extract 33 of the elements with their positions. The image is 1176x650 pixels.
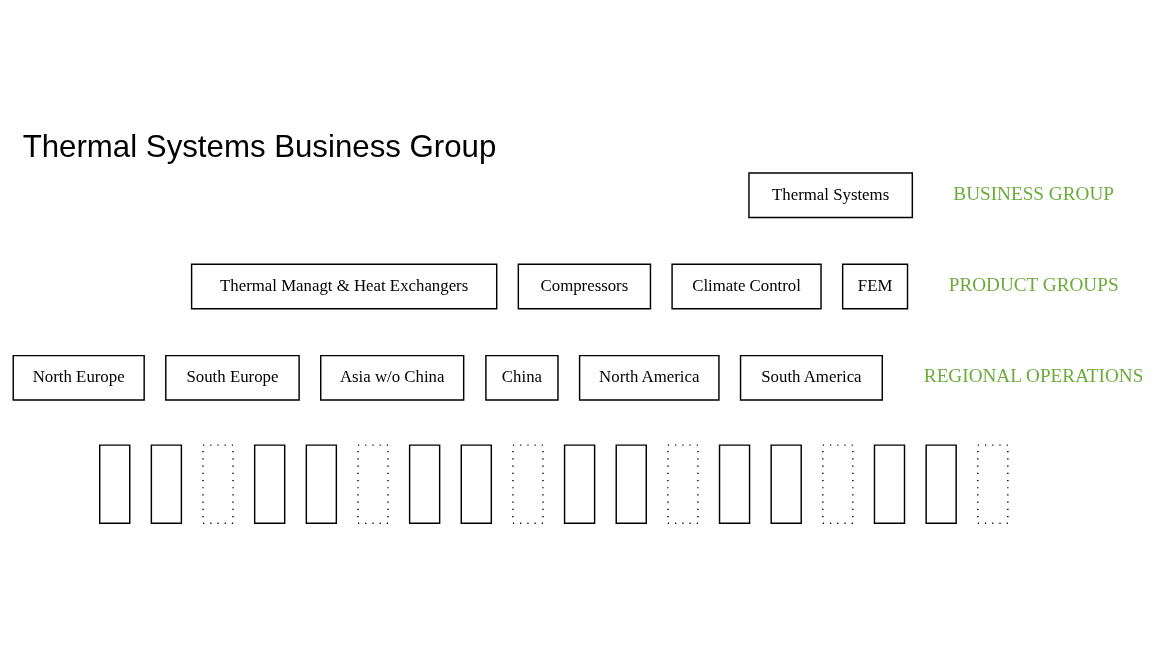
node-box: FEM — [841, 263, 909, 310]
node-box: Climate Control — [671, 263, 822, 310]
node-box — [822, 444, 854, 524]
node-box: Thermal Managt & Heat Exchangers — [190, 263, 498, 310]
node-box — [357, 444, 389, 524]
node-box: Compressors — [517, 263, 652, 310]
node-box — [305, 444, 338, 524]
label: BUSINESS GROUP — [953, 182, 1114, 204]
node-box: South Europe — [165, 354, 300, 401]
node-box — [667, 444, 699, 524]
node-box: South America — [739, 354, 883, 401]
node-box — [873, 444, 906, 524]
label: REGIONAL OPERATIONS — [923, 365, 1144, 387]
node-box: North Europe — [12, 354, 145, 401]
node-box — [977, 444, 1009, 524]
label: PRODUCT GROUPS — [948, 274, 1119, 296]
node-box — [202, 444, 234, 524]
node-box — [563, 444, 596, 524]
node-box — [99, 444, 131, 524]
node-box — [615, 444, 647, 524]
node-box — [718, 444, 751, 524]
diagram-title: Thermal Systems Business Group — [22, 128, 497, 164]
node-box: Thermal Systems — [748, 172, 914, 219]
node-box — [408, 444, 441, 524]
node-box — [253, 444, 286, 524]
node-box — [925, 444, 957, 524]
node-box — [770, 444, 802, 524]
node-box: Asia w/o China — [320, 354, 465, 401]
node-box — [150, 444, 183, 524]
node-box: North America — [578, 354, 720, 401]
node-box: China — [485, 354, 559, 401]
node-box — [512, 444, 544, 524]
node-box — [460, 444, 493, 524]
